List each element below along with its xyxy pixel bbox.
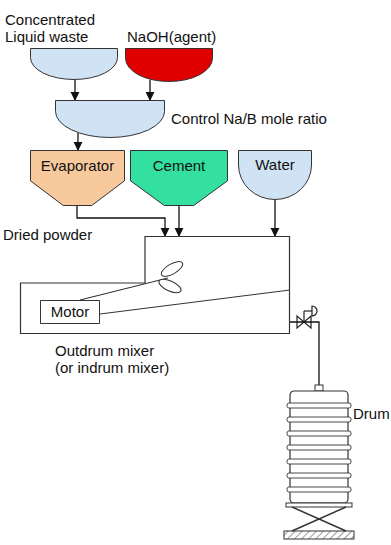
node-text: (or indrum mixer) (55, 359, 169, 376)
bowl-node: Water (238, 150, 312, 200)
drum-rib (287, 403, 351, 408)
flow-connector (274, 200, 275, 236)
drum-rib (287, 431, 351, 436)
outline-path (21, 237, 290, 334)
outline-path (126, 49, 213, 82)
node-text: Drum (353, 405, 390, 422)
mixer-node: Outdrum mixer(or indrum mixer)Motor (20, 236, 290, 334)
outline-path (31, 151, 125, 206)
drum-rib (287, 417, 351, 422)
lift-table (286, 503, 352, 507)
outline-path (31, 49, 118, 80)
valve-handle (312, 306, 317, 316)
valve-stem (304, 310, 312, 311)
motor-box: Motor (40, 300, 100, 324)
mixer-shaft (80, 278, 168, 300)
drum-rib (287, 487, 351, 492)
flow-connector (149, 80, 150, 100)
node-text: Evaporator (41, 157, 114, 174)
outline-path (56, 101, 165, 138)
stream-label: Dried powder (3, 226, 92, 243)
hopper-node: Cement (130, 150, 228, 206)
scissor-lift (292, 507, 346, 531)
node-outline (55, 100, 165, 138)
propeller-blade (157, 276, 183, 295)
node-text: Control Na/B mole ratio (171, 110, 327, 127)
outline-path (41, 301, 100, 324)
drum-neck (315, 385, 323, 391)
flow-connector (178, 206, 179, 236)
valve-stem (303, 311, 304, 322)
drum-rib (287, 445, 351, 450)
node-text: Concentrated Liquid waste (5, 11, 117, 46)
node-text: Cement (153, 157, 206, 174)
drum-rib (287, 459, 351, 464)
mixer-partition (100, 290, 290, 314)
node-outline (30, 48, 118, 80)
bowl-node: Concentrated Liquid waste (30, 48, 118, 80)
flow-connector (74, 80, 75, 100)
node-text: Motor (51, 303, 89, 320)
hopper-node: Evaporator (30, 150, 125, 206)
outline-path (239, 151, 312, 200)
node-text: Water (255, 156, 294, 173)
outline-path (131, 151, 228, 206)
propeller-blade (159, 259, 185, 280)
node-text: Outdrum mixer (55, 342, 169, 359)
drum-rib (287, 473, 351, 478)
node-text: NaOH(agent) (127, 28, 247, 45)
bowl-node: Control Na/B mole ratio (55, 100, 165, 138)
node-outline (125, 48, 213, 82)
bowl-node: NaOH(agent) (125, 48, 213, 82)
drum-node: Drum (278, 385, 390, 540)
flow-connector (290, 322, 319, 385)
flow-connector (77, 133, 78, 150)
lift-base (284, 531, 354, 539)
